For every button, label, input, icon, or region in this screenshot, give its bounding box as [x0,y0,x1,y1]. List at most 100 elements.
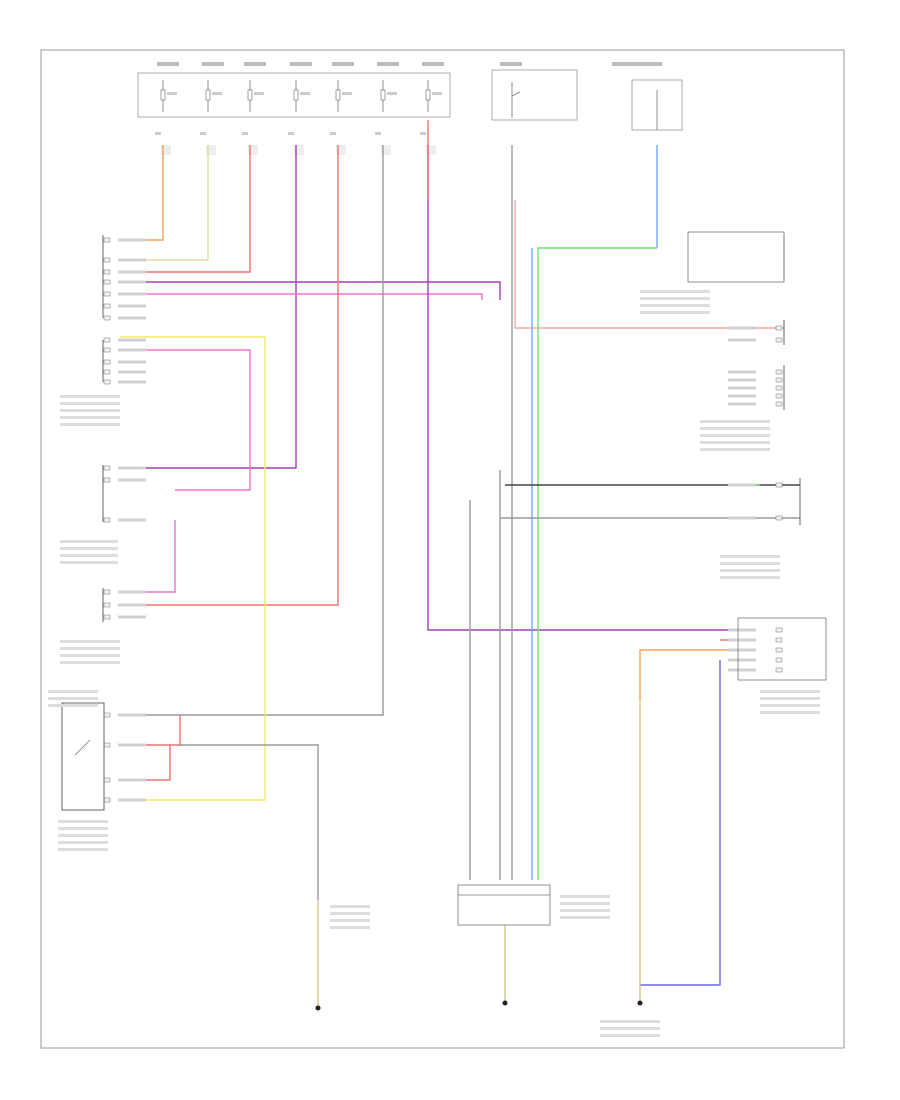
pin-label-bar [118,360,146,364]
module-text-bar [58,848,108,851]
pin-label-bar [118,743,146,747]
headlight-switch-box [61,702,105,811]
fuse-symbol [160,89,166,101]
fuse-label-bar [422,62,444,66]
fuse-label-bar [202,62,224,66]
wire-yellow [120,336,266,801]
connector-pin [103,303,111,309]
fuse-code-bar [206,145,216,155]
relay-box-bottom [457,884,551,926]
wire-lightpink [514,200,785,329]
fuse-pin-bar [242,132,248,135]
module-text-bar [760,697,820,700]
grounds [315,1000,643,1011]
fuse-code-bar [294,145,304,155]
wire-grey-1 [120,145,384,716]
wire-orange [120,145,164,241]
fuse-code-bar [161,145,171,155]
connector-pin [103,614,111,620]
pin-label-bar [728,326,756,330]
module-text-bar [48,697,98,700]
pin-label-bar [118,258,146,262]
connector-pin [775,393,783,399]
switch-contact [74,739,91,756]
fuse-text-bar [167,92,177,95]
module-text-bar [760,711,820,714]
wire-orange-2 [639,649,730,700]
fuse-text-bar [342,92,352,95]
module-text-bar [700,420,770,423]
relay-box-outline [457,884,551,926]
fuse-label-bar [244,62,266,66]
fuse-text-bar [212,92,222,95]
wire-pink-2 [120,349,251,491]
connector-pin [103,269,111,275]
fuse-pin-bar [375,132,381,135]
pin-label-bar [728,483,756,487]
wire-red-1 [120,145,251,273]
module-text-bar [720,576,780,579]
module-text-bar [48,690,98,693]
module-text-bar [720,562,780,565]
connector-pins [103,237,783,803]
pin-label-bar [728,658,756,662]
module-text-bar [60,540,118,543]
pin-label-bar [728,370,756,374]
module-text-bar [330,905,370,908]
wire-purple-1 [120,145,297,469]
module-text-bar [700,427,770,430]
module-text-bar [60,654,120,657]
fuse-symbol [335,89,341,101]
wire-pink-3 [120,520,176,593]
wire-purple-3 [427,145,730,631]
connector-pin [775,627,783,633]
module-text-bar [330,926,370,929]
module-text-bar [60,561,118,564]
connector-pin [775,647,783,653]
module-text-bar [560,909,610,912]
label-placeholders [48,290,820,1037]
module-text-bar [60,395,120,398]
connector-pin [103,347,111,353]
connector-pin [103,315,111,321]
fuse-pin-bar [155,132,161,135]
module-text-bar [60,402,120,405]
module-text-bar [60,554,118,557]
module-text-bar [48,704,98,707]
module-bars-left [61,235,105,811]
pin-label-bar [118,713,146,717]
pin-label-bar [118,778,146,782]
module-text-bar [600,1020,660,1023]
fuse-symbol [205,89,211,101]
pin-label-bar [728,516,756,520]
pin-label-bar [118,370,146,374]
module-text-bar [58,834,108,837]
fuse-label-bar [332,62,354,66]
pin-label-bar [118,615,146,619]
module-text-bar [700,441,770,444]
module-text-bar [560,916,610,919]
wire-red-2 [120,145,339,606]
pin-label-bar [118,338,146,342]
connector-pin [103,602,111,608]
pin-label-bar [118,280,146,284]
module-text-bar [60,409,120,412]
pin-label-bar [118,348,146,352]
pin-label-bar [118,238,146,242]
fuse-code-bar [248,145,258,155]
module-text-bar [600,1034,660,1037]
module-text-bar [640,297,710,300]
module-text-bar [720,569,780,572]
module-text-bar [700,448,770,451]
connector-pin [103,477,111,483]
connector-pin [775,637,783,643]
connector-pin [103,777,111,783]
connector-pin [775,667,783,673]
relay-contact [511,91,521,97]
module-text-bar [700,434,770,437]
connector-pin [103,291,111,297]
wire-purple-2 [120,281,501,300]
connector-pin [775,385,783,391]
module-text-bar [640,304,710,307]
